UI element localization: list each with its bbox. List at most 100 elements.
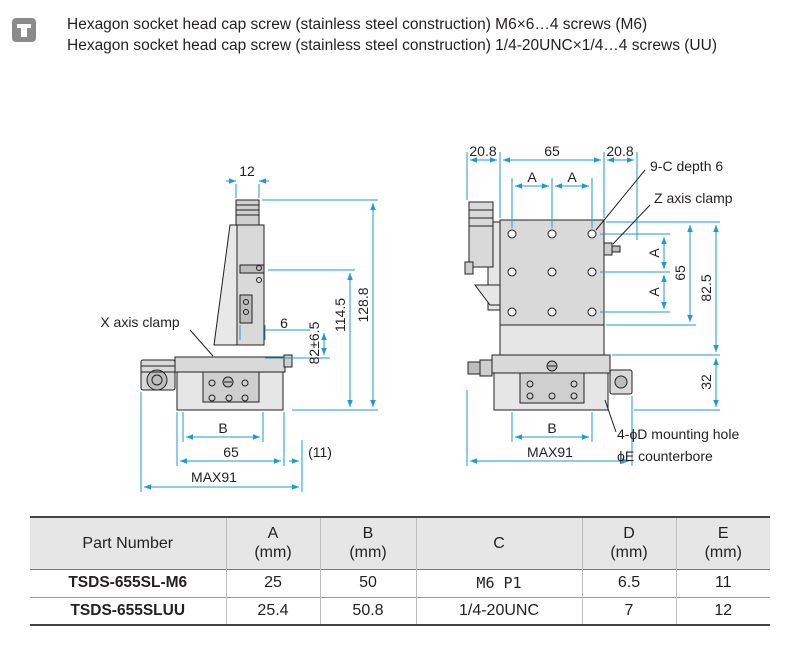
front-view-labels: 20.8 65 20.8 A A 9-C depth 6 Z axis clam… xyxy=(469,143,739,464)
hole-outline xyxy=(570,392,578,400)
dim-b-front: B xyxy=(547,420,556,436)
cell-b: 50.8 xyxy=(320,597,417,625)
cell-e: 11 xyxy=(714,574,732,591)
cell-c: M6 P1 xyxy=(416,569,583,597)
col-header-part-number: Part Number xyxy=(30,517,227,569)
part-outline xyxy=(479,359,493,377)
hole-outline xyxy=(256,265,262,271)
part-outline xyxy=(611,245,621,253)
hole-outline xyxy=(547,307,557,317)
dim-a-top-1: A xyxy=(527,169,537,185)
dim-b-side: B xyxy=(218,420,227,436)
part-outline xyxy=(464,261,474,275)
label-mounting-hole: 4-ϕD mounting hole xyxy=(617,426,739,442)
cell-part: TSDS-655SL-M6 xyxy=(30,569,227,597)
cell-b: 50 xyxy=(320,569,417,597)
dim-65-side: 65 xyxy=(223,444,239,460)
hole-outline xyxy=(146,369,168,391)
part-outline xyxy=(603,242,613,256)
part-outline xyxy=(519,372,585,404)
dim-32: 32 xyxy=(698,374,714,390)
part-outline xyxy=(239,264,265,274)
side-view-labels: 12 128.8 114.5 82±6.5 6 X axis clamp B 6… xyxy=(100,163,371,485)
dim-11: (11) xyxy=(308,444,332,460)
dim-max91-side: MAX91 xyxy=(191,469,237,485)
part-outline xyxy=(202,371,260,403)
cell-part: TSDS-655SLUU xyxy=(30,597,227,625)
dimension-line xyxy=(595,169,646,231)
dim-82: 82±6.5 xyxy=(306,321,322,364)
dim-6: 6 xyxy=(280,315,288,331)
dim-65-top: 65 xyxy=(544,143,560,159)
part-outline xyxy=(474,284,501,306)
hole-outline xyxy=(243,309,249,315)
spec-table: Part Number A(mm) B(mm) C D(mm) E(mm) TS… xyxy=(30,516,770,626)
header: Hexagon socket head cap screw (stainless… xyxy=(12,14,792,58)
cell-c: 1/4-20UNC xyxy=(416,597,583,625)
screw-spec-uu: Hexagon socket head cap screw (stainless… xyxy=(67,37,717,54)
cell-e: 12 xyxy=(714,601,733,619)
part-outline xyxy=(236,224,265,346)
hole-outline xyxy=(526,380,534,388)
hole-outline xyxy=(547,229,557,239)
hole-outline xyxy=(208,379,216,387)
hole-outline xyxy=(507,267,517,277)
dim-max91-front: MAX91 xyxy=(527,444,573,460)
part-outline xyxy=(467,361,481,375)
part-outline xyxy=(213,224,238,346)
hole-outline xyxy=(526,392,534,400)
label-z-axis-clamp: Z axis clamp xyxy=(654,190,733,206)
side-view xyxy=(140,199,293,411)
hole-outline xyxy=(507,307,517,317)
dimension-drawings: 12 128.8 114.5 82±6.5 6 X axis clamp B 6… xyxy=(100,143,739,492)
hole-outline xyxy=(256,277,262,283)
dimension-line xyxy=(189,329,214,357)
dim-a-vert-1: A xyxy=(646,248,662,258)
col-header-a: A(mm) xyxy=(226,517,321,569)
dim-82-5: 82.5 xyxy=(698,274,714,301)
cell-d: 6.5 xyxy=(582,569,677,597)
part-outline xyxy=(283,354,293,368)
front-view-dimensions xyxy=(466,152,720,466)
cell-d: 7 xyxy=(582,597,677,625)
label-9c-depth: 9-C depth 6 xyxy=(650,158,723,174)
hole-outline xyxy=(587,267,597,277)
table-row: TSDS-655SLUU 25.4 50.8 1/4-20UNC 7 12 xyxy=(30,597,770,625)
hole-outline xyxy=(587,307,597,317)
x-axis-clamp-label: X axis clamp xyxy=(100,314,180,330)
cell-a: 25.4 xyxy=(226,597,321,625)
hole-outline xyxy=(614,375,628,389)
hole-outline xyxy=(243,299,249,305)
side-view-dimensions xyxy=(140,178,378,492)
dim-128-8: 128.8 xyxy=(355,287,371,322)
col-header-c: C xyxy=(416,517,583,569)
screw-icon xyxy=(12,18,36,42)
dim-20-8-left: 20.8 xyxy=(469,143,496,159)
part-outline xyxy=(499,324,605,356)
dim-65-vert: 65 xyxy=(672,265,688,281)
dimension-line xyxy=(604,399,617,433)
dim-20-8-right: 20.8 xyxy=(606,143,633,159)
part-outline xyxy=(235,199,260,226)
table-header-row: Part Number A(mm) B(mm) C D(mm) E(mm) xyxy=(30,517,770,569)
label-counterbore: ϕE counterbore xyxy=(617,448,713,464)
hole-outline xyxy=(241,379,249,387)
hole-outline xyxy=(587,229,597,239)
col-header-e: E(mm) xyxy=(704,525,742,562)
hole-outline xyxy=(570,380,578,388)
cell-a: 25 xyxy=(226,569,321,597)
front-view xyxy=(464,201,633,411)
part-outline xyxy=(174,356,286,373)
dimension-line xyxy=(612,204,651,245)
dim-12: 12 xyxy=(239,163,255,179)
hole-outline xyxy=(225,394,233,402)
hole-outline xyxy=(241,394,249,402)
dim-a-top-2: A xyxy=(567,169,577,185)
table-row: TSDS-655SL-M6 25 50 M6 P1 6.5 11 xyxy=(30,569,770,597)
hole-outline xyxy=(208,394,216,402)
part-outline xyxy=(468,201,494,268)
hole-outline xyxy=(548,392,556,400)
screw-spec-m6: Hexagon socket head cap screw (stainless… xyxy=(67,16,648,33)
dim-a-vert-2: A xyxy=(646,287,662,297)
col-header-d: D(mm) xyxy=(582,517,677,569)
